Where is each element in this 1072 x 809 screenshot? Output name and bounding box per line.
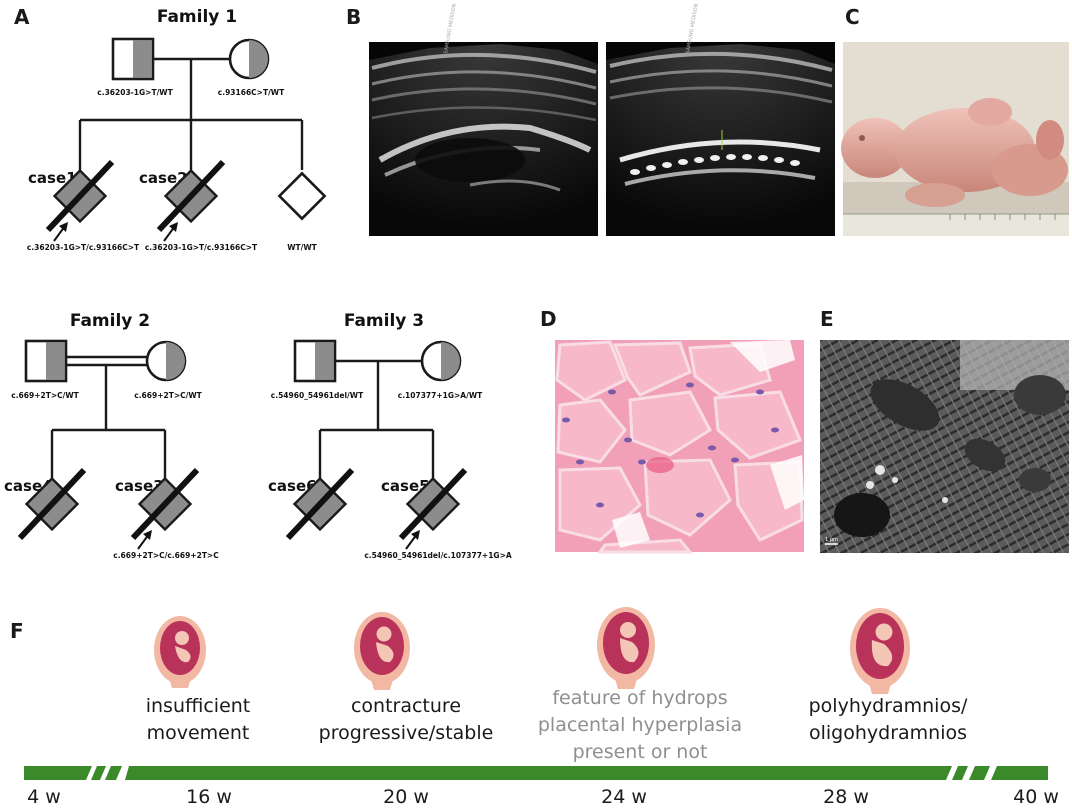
case6-label: case6	[268, 477, 317, 495]
mitochondrion	[1014, 375, 1066, 415]
stage-2-line-2: progressive/stable	[319, 722, 494, 744]
deceased-slash	[45, 159, 115, 233]
deceased-slash	[156, 159, 226, 233]
carrier-half-fill	[441, 342, 460, 380]
carrier-half-fill	[46, 342, 65, 380]
stage-3-line-3: present or not	[573, 741, 708, 763]
panel-label-f: F	[10, 619, 24, 643]
mother-genotype: c.93166C>T/WT	[218, 88, 285, 97]
panel-label-c: C	[845, 5, 860, 29]
panel-label-b: B	[346, 5, 361, 29]
deceased-slash	[398, 467, 468, 541]
carrier-half-fill	[133, 40, 152, 78]
family-1-title: Family 1	[157, 7, 237, 27]
father-genotype: c.36203-1G>T/WT	[97, 88, 173, 97]
fetus-in-uterus-icon	[154, 616, 206, 688]
timeline-panel: insufficient movement contracture progre…	[24, 607, 1059, 808]
stage-1-line-2: movement	[147, 722, 250, 744]
carrier-half-fill	[166, 342, 185, 380]
family-3-title: Family 3	[344, 311, 424, 331]
arrow-head-icon	[59, 222, 68, 232]
unaffected-sibling-diamond	[277, 171, 327, 221]
week-label-28: 28 w	[823, 786, 869, 808]
week-label-4: 4 w	[27, 786, 61, 808]
deceased-slash	[17, 467, 87, 541]
father-genotype: c.54960_54961del/WT	[271, 391, 364, 400]
fetus-in-uterus-icon	[850, 608, 910, 694]
ultrasound-image-1: SAMSUNG MEDISON	[369, 3, 598, 236]
case2-label: case2	[139, 169, 188, 187]
mitochondrion	[834, 493, 890, 537]
mother-genotype: c.669+2T>C/WT	[134, 391, 202, 400]
deceased-slash	[285, 467, 355, 541]
pedigree-family-2: Family 2 c.669+2T>C/WT c.669+2T>C/WT cas…	[4, 311, 219, 560]
case2-genotype: c.36203-1G>T/c.93166C>T	[145, 243, 258, 252]
vacuoles	[866, 465, 948, 503]
father-genotype: c.669+2T>C/WT	[11, 391, 79, 400]
stage-3-line-1: feature of hydrops	[552, 687, 727, 709]
carrier-half-fill	[249, 40, 268, 78]
stage-4-line-2: oligohydramnios	[809, 722, 967, 744]
week-label-16: 16 w	[186, 786, 232, 808]
week-label-24: 24 w	[601, 786, 647, 808]
nuclei	[562, 382, 779, 518]
case1-label: case1	[28, 169, 77, 187]
stage-1-line-1: insufficient	[146, 695, 251, 717]
case3-genotype: c.669+2T>C/c.669+2T>C	[113, 551, 219, 560]
mother-genotype: c.107377+1G>A/WT	[398, 391, 483, 400]
case1-genotype: c.36203-1G>T/c.93166C>T	[27, 243, 140, 252]
pedigree-family-3: Family 3 c.54960_54961del/WT c.107377+1G…	[268, 311, 512, 560]
panel-label-a: A	[14, 5, 30, 29]
fetal-spine-echoes	[630, 154, 800, 175]
electron-micrograph-image: 1 μm	[820, 340, 1069, 553]
muscle-histology-image	[555, 340, 804, 554]
stage-4-line-1: polyhydramnios/	[809, 695, 968, 717]
deceased-slash	[130, 467, 200, 541]
panel-label-d: D	[540, 307, 557, 331]
arrow-head-icon	[411, 530, 420, 540]
sibling-genotype: WT/WT	[287, 243, 317, 252]
week-label-40: 40 w	[1013, 786, 1059, 808]
timeline-bar	[24, 766, 1048, 780]
mitochondrion	[1019, 468, 1051, 492]
arrow-head-icon	[143, 530, 152, 540]
ultrasound-image-2: SAMSUNG MEDISON	[606, 3, 835, 236]
panel-label-e: E	[820, 307, 834, 331]
mitochondrion	[870, 379, 940, 431]
case5-label: case5	[381, 477, 430, 495]
muscle-fibers	[555, 340, 804, 554]
ruler-ticks	[949, 214, 1056, 220]
arrow-head-icon	[169, 222, 178, 232]
fetus-in-uterus-icon	[354, 612, 410, 690]
interstitial-spaces	[612, 340, 804, 548]
case5-genotype: c.54960_54961del/c.107377+1G>A	[364, 551, 512, 560]
family-2-title: Family 2	[70, 311, 150, 331]
fetus-in-uterus-icon	[597, 607, 655, 689]
pedigree-family-1: Family 1 c.36203-1G>T/WT c.93166C>T/WT c…	[27, 7, 327, 252]
stage-3-line-2: placental hyperplasia	[538, 714, 742, 736]
stage-2-line-1: contracture	[351, 695, 461, 717]
week-label-20: 20 w	[383, 786, 429, 808]
em-scale-bar-label: 1 μm	[825, 537, 838, 543]
fetus-photograph	[841, 42, 1069, 236]
carrier-half-fill	[315, 342, 334, 380]
mitochondrion	[964, 438, 1006, 472]
